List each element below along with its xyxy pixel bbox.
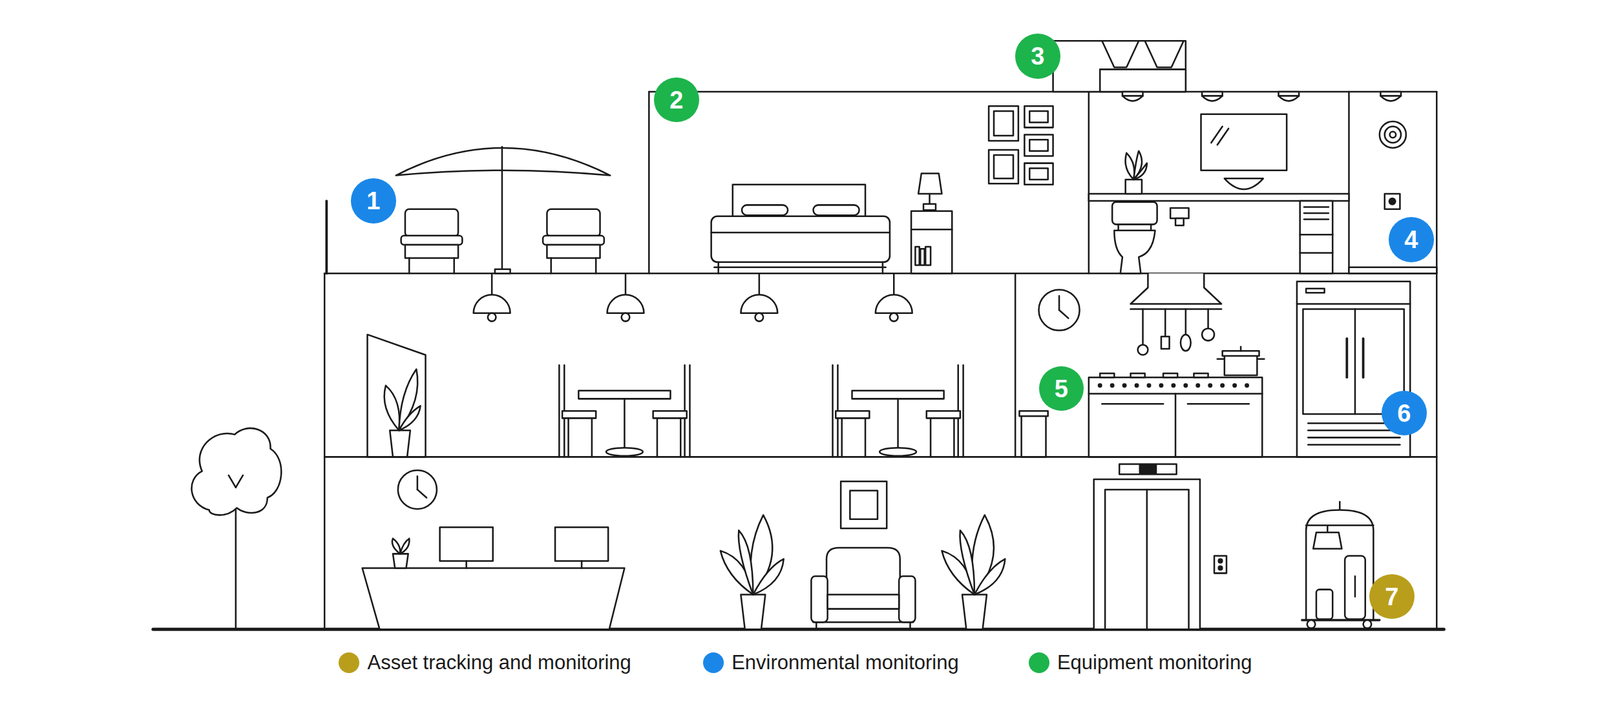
callout-number: 7 — [1384, 584, 1399, 610]
callout-circle: 6 — [1381, 390, 1427, 436]
legend-text: Environmental monitoring — [731, 650, 959, 676]
callout-number: 4 — [1404, 227, 1418, 253]
callout-number: 1 — [366, 188, 380, 214]
callout-number: 3 — [1030, 43, 1045, 69]
callout-number: 5 — [1054, 376, 1069, 402]
callout-circle: 7 — [1369, 574, 1414, 620]
legend-swatch — [1028, 652, 1050, 674]
callout-circle: 2 — [653, 77, 699, 123]
callout-number: 6 — [1397, 401, 1411, 426]
legend-swatch — [338, 652, 360, 674]
callout-circle: 3 — [1015, 33, 1060, 79]
callout-circle: 1 — [350, 178, 396, 223]
callout-number: 2 — [669, 87, 684, 113]
legend-text: Equipment monitoring — [1057, 650, 1253, 676]
callout-circle: 5 — [1039, 366, 1084, 411]
callout-circle: 4 — [1388, 217, 1434, 262]
legend-text: Asset tracking and monitoring — [367, 650, 631, 676]
legend-swatch — [703, 652, 724, 674]
